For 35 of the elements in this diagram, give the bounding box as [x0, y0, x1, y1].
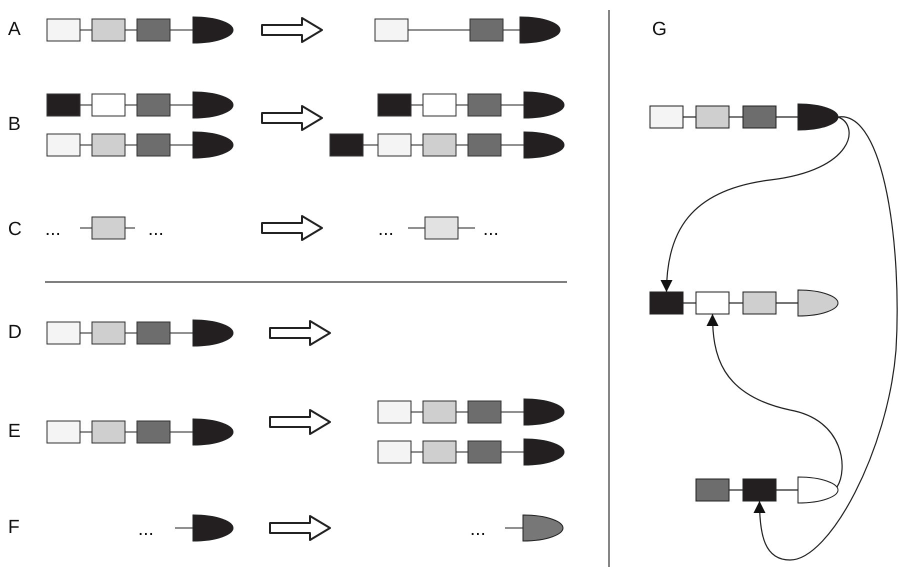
rounded-end-block: [798, 290, 838, 316]
square-block: [696, 292, 730, 314]
section-letter: B: [8, 114, 21, 136]
section-letter: D: [8, 322, 22, 344]
connector-line: [776, 489, 798, 491]
square-block: [650, 106, 684, 128]
ellipsis: ...: [483, 219, 499, 241]
ellipsis: ...: [148, 219, 164, 241]
square-block: [650, 292, 684, 314]
curved-arrow: [754, 116, 898, 561]
section-letter: E: [8, 421, 21, 443]
connector-line: [776, 116, 798, 118]
connector-line: [683, 302, 696, 304]
square-block: [696, 478, 730, 502]
connector-line: [683, 116, 696, 118]
square-block: [742, 106, 776, 128]
ellipsis: ...: [45, 219, 61, 241]
rounded-end-block: [798, 476, 838, 504]
square-block: [742, 478, 776, 502]
section-letter: G: [652, 19, 667, 41]
ellipsis: ...: [378, 219, 394, 241]
curved-arrow: [706, 314, 843, 488]
connector-line: [729, 116, 743, 118]
connector-line: [729, 302, 743, 304]
square-block: [742, 292, 776, 314]
rounded-end-block: [798, 104, 838, 130]
square-block: [696, 106, 730, 128]
section-letter: C: [8, 219, 22, 241]
section-letter: A: [8, 19, 21, 41]
ellipsis: ...: [138, 519, 154, 541]
ellipsis: ...: [470, 519, 486, 541]
curved-arrow: [660, 116, 850, 292]
section-letter: F: [8, 517, 20, 539]
connector-line: [729, 489, 743, 491]
connector-line: [776, 302, 798, 304]
